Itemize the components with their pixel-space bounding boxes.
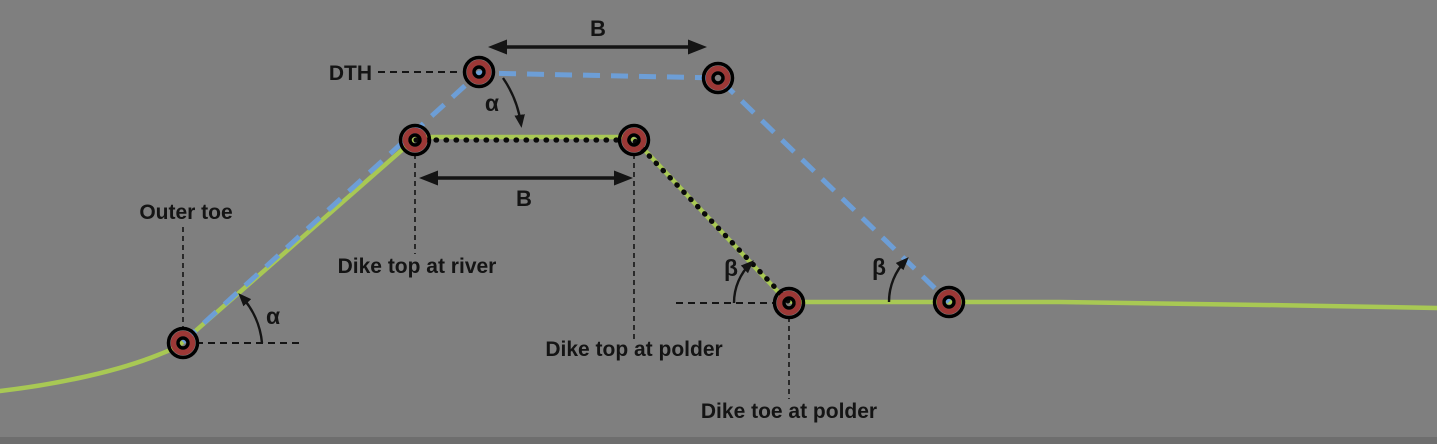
marker-dike-top-polder — [617, 123, 651, 157]
marker-profile-top-left-outline — [462, 55, 496, 89]
text-labels: DTH B B α α β β Outer toe Dike top at ri… — [139, 16, 886, 423]
crest-profile-line — [413, 137, 792, 305]
alpha-crest-arc — [502, 77, 525, 128]
marker-profile-top-right — [701, 61, 735, 95]
angle-arcs — [238, 77, 909, 344]
dike-top-at-polder-label: Dike top at polder — [545, 338, 722, 361]
marker-outer-toe-outline — [166, 326, 200, 360]
marker-profile-top-left-ring — [466, 59, 492, 85]
marker-profile-top-right-outline — [701, 61, 735, 95]
width-arrow-top-left-head — [488, 39, 507, 55]
beta-crest-toe-arc — [732, 260, 754, 304]
dike-toe-at-polder-label: Dike toe at polder — [701, 400, 877, 423]
marker-profile-toe-right-core — [942, 295, 956, 309]
width-arrow-crest-left-head — [419, 170, 438, 186]
marker-outer-toe-ring — [170, 330, 196, 356]
beta-profile-toe-label: β — [872, 254, 886, 280]
width-arrow-top-right-head — [688, 39, 707, 55]
marker-profile-toe-right-outline — [932, 285, 966, 319]
marker-dike-top-river — [398, 123, 432, 157]
beta-crest-toe-label: β — [724, 255, 738, 281]
marker-dike-toe-polder-ring — [776, 290, 802, 316]
marker-outer-toe-core — [176, 336, 190, 350]
marker-dike-top-polder-core — [627, 133, 641, 147]
marker-profile-top-right-ring — [705, 65, 731, 91]
alpha-outer-arc — [238, 293, 264, 344]
width-arrow-top — [488, 39, 707, 55]
bottom-edge-strip — [0, 437, 1437, 444]
marker-profile-toe-right-ring — [936, 289, 962, 315]
marker-profile-top-left — [462, 55, 496, 89]
alpha-crest-label: α — [485, 90, 499, 116]
marker-profile-top-right-core — [711, 71, 725, 85]
dth-label: DTH — [329, 62, 372, 85]
marker-profile-toe-right — [932, 285, 966, 319]
outer-toe-label: Outer toe — [139, 201, 232, 224]
reference-lines — [182, 71, 790, 399]
beta-profile-toe-arc — [887, 257, 909, 303]
marker-dike-toe-polder — [772, 286, 806, 320]
width-arrow-crest — [419, 170, 633, 186]
marker-profile-top-left-core — [472, 65, 486, 79]
marker-dike-top-river-ring — [402, 127, 428, 153]
marker-dike-toe-polder-core — [782, 296, 796, 310]
design-profile-line — [181, 70, 951, 344]
dike-top-at-river-label: Dike top at river — [338, 255, 497, 278]
marker-dike-top-river-core — [408, 133, 422, 147]
marker-dike-toe-polder-outline — [772, 286, 806, 320]
width-arrow-crest-right-head — [614, 170, 633, 186]
width-crest-label: B — [516, 186, 532, 211]
alpha-outer-label: α — [266, 303, 280, 329]
width-top-label: B — [590, 16, 606, 41]
marker-dike-top-river-outline — [398, 123, 432, 157]
marker-dike-top-polder-ring — [621, 127, 647, 153]
marker-dike-top-polder-outline — [617, 123, 651, 157]
point-markers — [166, 55, 966, 360]
marker-outer-toe — [166, 326, 200, 360]
